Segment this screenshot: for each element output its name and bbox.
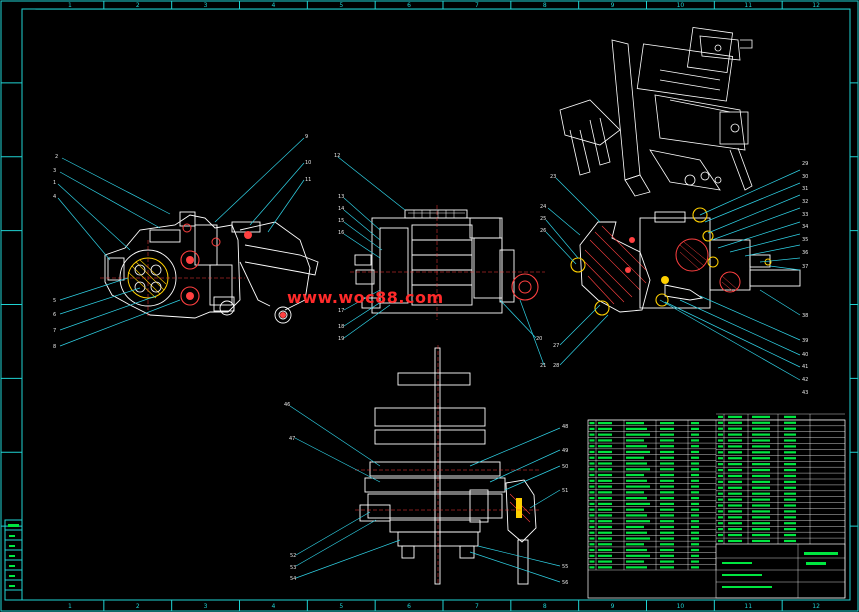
column-label-bottom: 4	[272, 603, 276, 610]
balloon-number: 7	[53, 328, 56, 334]
column-label-bottom: 8	[543, 603, 547, 610]
column-label-top: 5	[339, 2, 343, 9]
balloon-number: 53	[290, 565, 296, 571]
balloon-number: 49	[562, 448, 568, 454]
column-label-top: 7	[475, 2, 479, 9]
balloon-number: 29	[802, 161, 808, 167]
balloon-number: 37	[802, 264, 808, 270]
column-label-top: 9	[611, 2, 615, 9]
balloon-number: 36	[802, 250, 808, 256]
balloon-number: 13	[338, 194, 344, 200]
watermark-text: www.woc88.com	[287, 288, 444, 307]
balloon-number: 43	[802, 390, 808, 396]
balloon-number: 52	[290, 553, 296, 559]
balloon-number: 31	[802, 186, 808, 192]
column-label-bottom: 10	[677, 603, 685, 610]
balloon-number: 3	[53, 168, 56, 174]
column-label-bottom: 3	[204, 603, 208, 610]
balloon-number: 32	[802, 199, 808, 205]
column-label-top: 2	[136, 2, 140, 9]
balloon-number: 11	[305, 177, 311, 183]
balloon-number: 45	[0, 0, 6, 2]
balloon-number: 9	[305, 134, 308, 140]
balloon-number: 27	[553, 343, 559, 349]
middle-front-view	[337, 156, 545, 366]
balloon-number: 12	[334, 153, 340, 159]
balloon-number: 41	[802, 364, 808, 370]
column-label-top: 6	[407, 2, 411, 9]
balloon-number: 39	[802, 338, 808, 344]
balloon-number: 34	[802, 224, 808, 230]
column-label-top: 11	[744, 2, 752, 9]
balloon-number: 1	[53, 180, 56, 186]
column-label-bottom: 6	[407, 603, 411, 610]
balloon-number: 5	[53, 298, 56, 304]
bill-of-materials	[587, 413, 846, 599]
balloon-number: 33	[802, 212, 808, 218]
balloon-number: 56	[562, 580, 568, 586]
left-revision-block	[4, 519, 23, 601]
balloon-number: 23	[550, 174, 556, 180]
column-label-bottom: 12	[812, 603, 820, 610]
column-label-bottom: 5	[339, 603, 343, 610]
balloon-number: 28	[553, 363, 559, 369]
balloon-number: 14	[338, 206, 344, 212]
right-section-view	[545, 169, 801, 381]
balloon-number: 46	[284, 402, 290, 408]
balloon-number: 21	[540, 363, 546, 369]
balloon-number: 19	[338, 336, 344, 342]
balloon-labels: 2314567891011121314151617181920212223242…	[0, 0, 808, 586]
left-side-view	[57, 137, 319, 347]
column-label-bottom: 9	[611, 603, 615, 610]
column-label-top: 3	[204, 2, 208, 9]
column-label-top: 4	[272, 2, 276, 9]
balloon-number: 18	[338, 324, 344, 330]
balloon-number: 20	[536, 336, 542, 342]
isometric-view	[559, 26, 753, 197]
balloon-number: 38	[802, 313, 808, 319]
balloon-number: 16	[338, 230, 344, 236]
balloon-number: 50	[562, 464, 568, 470]
balloon-number: 42	[802, 377, 808, 383]
column-label-top: 8	[543, 2, 547, 9]
balloon-number: 54	[290, 576, 296, 582]
balloon-number: 25	[540, 216, 546, 222]
bottom-plan-view	[289, 345, 561, 585]
balloon-number: 10	[305, 160, 311, 166]
column-label-top: 12	[812, 2, 820, 9]
balloon-number: 24	[540, 204, 546, 210]
balloon-number: 15	[338, 218, 344, 224]
balloon-number: 2	[55, 154, 58, 160]
balloon-number: 17	[338, 308, 344, 314]
column-label-bottom: 7	[475, 603, 479, 610]
balloon-number: 8	[53, 344, 56, 350]
balloon-number: 26	[540, 228, 546, 234]
balloon-number: 6	[53, 312, 56, 318]
balloon-number: 55	[562, 564, 568, 570]
column-label-bottom: 2	[136, 603, 140, 610]
balloon-number: 40	[802, 352, 808, 358]
balloon-number: 44	[0, 0, 6, 2]
column-label-top: 1	[68, 2, 72, 9]
balloon-number: 47	[289, 436, 295, 442]
balloon-number: 51	[562, 488, 568, 494]
balloon-number: 4	[53, 194, 56, 200]
column-label-top: 10	[677, 2, 685, 9]
balloon-number: 30	[802, 174, 808, 180]
balloon-number: 35	[802, 237, 808, 243]
column-label-bottom: 1	[68, 603, 72, 610]
balloon-number: 22	[318, 0, 324, 2]
balloon-number: 48	[562, 424, 568, 430]
column-label-bottom: 11	[744, 603, 752, 610]
